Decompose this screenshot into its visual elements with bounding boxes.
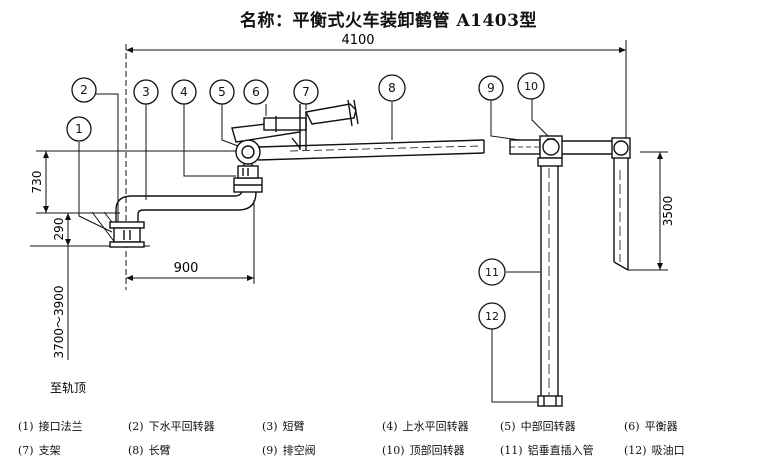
callout-4 bbox=[171, 79, 197, 105]
dim-900: 900 bbox=[174, 261, 199, 276]
middle-rotator bbox=[235, 139, 261, 166]
short-arm bbox=[115, 189, 257, 222]
legend-item-11: (11)铝垂直插入管 bbox=[500, 444, 594, 457]
callout-12 bbox=[478, 302, 506, 330]
callout-7 bbox=[293, 79, 319, 105]
callout-label-2: 2 bbox=[80, 83, 88, 97]
callout-label-10: 10 bbox=[524, 80, 538, 93]
legend-item-3: (3)短臂 bbox=[262, 420, 305, 433]
legend-item-9: (9)排空阀 bbox=[262, 444, 316, 457]
dim-730: 730 bbox=[30, 171, 44, 194]
callout-label-6: 6 bbox=[252, 85, 260, 99]
callout-11 bbox=[478, 258, 506, 286]
rail-top-label: 至轨顶 bbox=[50, 381, 86, 395]
callout-label-5: 5 bbox=[218, 85, 226, 99]
callout-label-11: 11 bbox=[485, 266, 499, 279]
callout-label-7: 7 bbox=[302, 85, 310, 99]
diagram-title: 名称：平衡式火车装卸鹤管 A1403型 bbox=[240, 11, 537, 31]
callout-label-8: 8 bbox=[388, 81, 396, 95]
legend-item-5: (5)中部回转器 bbox=[500, 420, 576, 433]
callout-label-1: 1 bbox=[75, 122, 83, 136]
balancer-support bbox=[231, 99, 359, 150]
callout-1 bbox=[66, 116, 92, 142]
callout-label-12: 12 bbox=[485, 310, 499, 323]
legend-item-4: (4)上水平回转器 bbox=[382, 420, 469, 433]
callout-label-4: 4 bbox=[180, 85, 188, 99]
callout-10 bbox=[517, 72, 545, 100]
callout-9 bbox=[478, 75, 504, 101]
dim-4100: 4100 bbox=[341, 33, 374, 48]
side-view-assembly bbox=[562, 137, 631, 271]
callout-label-9: 9 bbox=[487, 81, 495, 95]
legend-item-1: (1)接口法兰 bbox=[18, 420, 83, 433]
callout-5 bbox=[209, 79, 235, 105]
vertical-insert-pipe bbox=[537, 157, 563, 407]
legend-item-2: (2)下水平回转器 bbox=[128, 420, 215, 433]
dim-3500: 3500 bbox=[661, 196, 675, 227]
callout-3 bbox=[133, 79, 159, 105]
legend-item-8: (8)长臂 bbox=[128, 444, 171, 457]
interface-flange bbox=[109, 221, 145, 248]
top-rotator-assembly bbox=[509, 135, 563, 159]
callout-2 bbox=[71, 77, 97, 103]
legend-item-12: (12)吸油口 bbox=[624, 444, 685, 457]
legend-item-10: (10)顶部回转器 bbox=[382, 444, 465, 457]
long-arm bbox=[257, 139, 485, 161]
legend-item-6: (6)平衡器 bbox=[624, 420, 678, 433]
upper-horizontal-rotator bbox=[233, 165, 263, 193]
callout-6 bbox=[243, 79, 269, 105]
legend-item-7: (7)支架 bbox=[18, 444, 61, 457]
callout-8 bbox=[378, 74, 406, 102]
dimension-lines bbox=[30, 40, 668, 360]
dim-290: 290 bbox=[52, 218, 66, 241]
callout-markers bbox=[66, 72, 545, 330]
dim-rail-range: 3700～3900 bbox=[52, 285, 66, 358]
callout-label-3: 3 bbox=[142, 85, 150, 99]
